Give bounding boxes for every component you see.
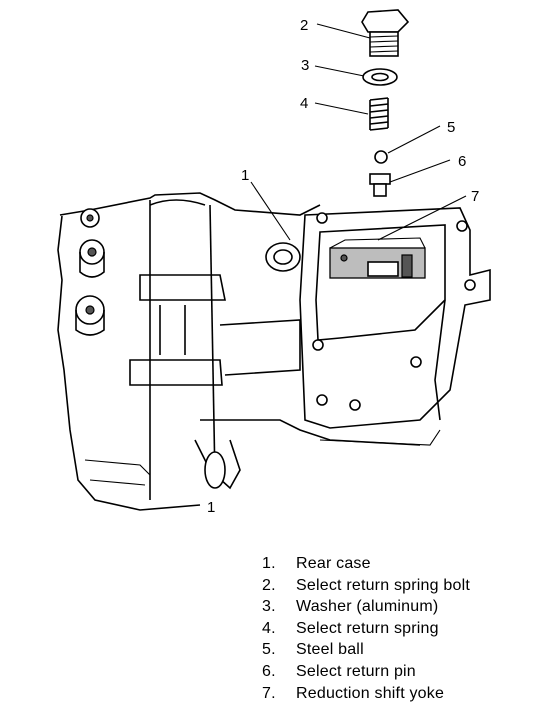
parts-legend: 1.Rear case 2.Select return spring bolt …: [262, 553, 542, 704]
legend-item: 6. Select return pin: [262, 661, 542, 683]
callout-2: 2: [300, 17, 308, 34]
exploded-parts: [361, 9, 410, 197]
legend-label: Select return pin: [296, 662, 416, 680]
legend-label: Reduction shift yoke: [296, 684, 445, 702]
leader-lines: [250, 23, 467, 241]
callout-1-bottom: 1: [207, 499, 215, 516]
legend-label: Washer (aluminum): [296, 598, 439, 616]
legend-number: 5.: [262, 641, 276, 659]
callout-5: 5: [447, 119, 455, 136]
legend-item: 3. Washer (aluminum): [262, 596, 542, 618]
legend-number: 7.: [262, 684, 276, 702]
legend-number: 4.: [262, 619, 276, 637]
transmission-exploded-diagram: 2 3 4 5 6 7 1 1: [57, 9, 491, 516]
legend-number: 2.: [262, 576, 276, 594]
legend-number: 3.: [262, 598, 276, 616]
legend-item: 7. Reduction shift yoke: [262, 683, 542, 705]
legend-item: 1. Rear case: [262, 553, 542, 575]
legend-label: Select return spring: [296, 619, 439, 637]
callout-6: 6: [458, 153, 466, 170]
callout-1-top: 1: [241, 167, 249, 184]
callout-4: 4: [300, 95, 308, 112]
callout-3: 3: [301, 57, 309, 74]
rear-case-drawing: [57, 192, 491, 511]
legend-label: Rear case: [296, 555, 371, 572]
legend-item: 2. Select return spring bolt: [262, 575, 542, 597]
legend-item: 5. Steel ball: [262, 639, 542, 661]
legend-number: 6.: [262, 662, 276, 680]
legend-label: Steel ball: [296, 641, 364, 659]
legend-number: 1.: [262, 555, 276, 572]
callout-7: 7: [471, 188, 479, 205]
legend-label: Select return spring bolt: [296, 576, 470, 594]
legend-item: 4. Select return spring: [262, 618, 542, 640]
